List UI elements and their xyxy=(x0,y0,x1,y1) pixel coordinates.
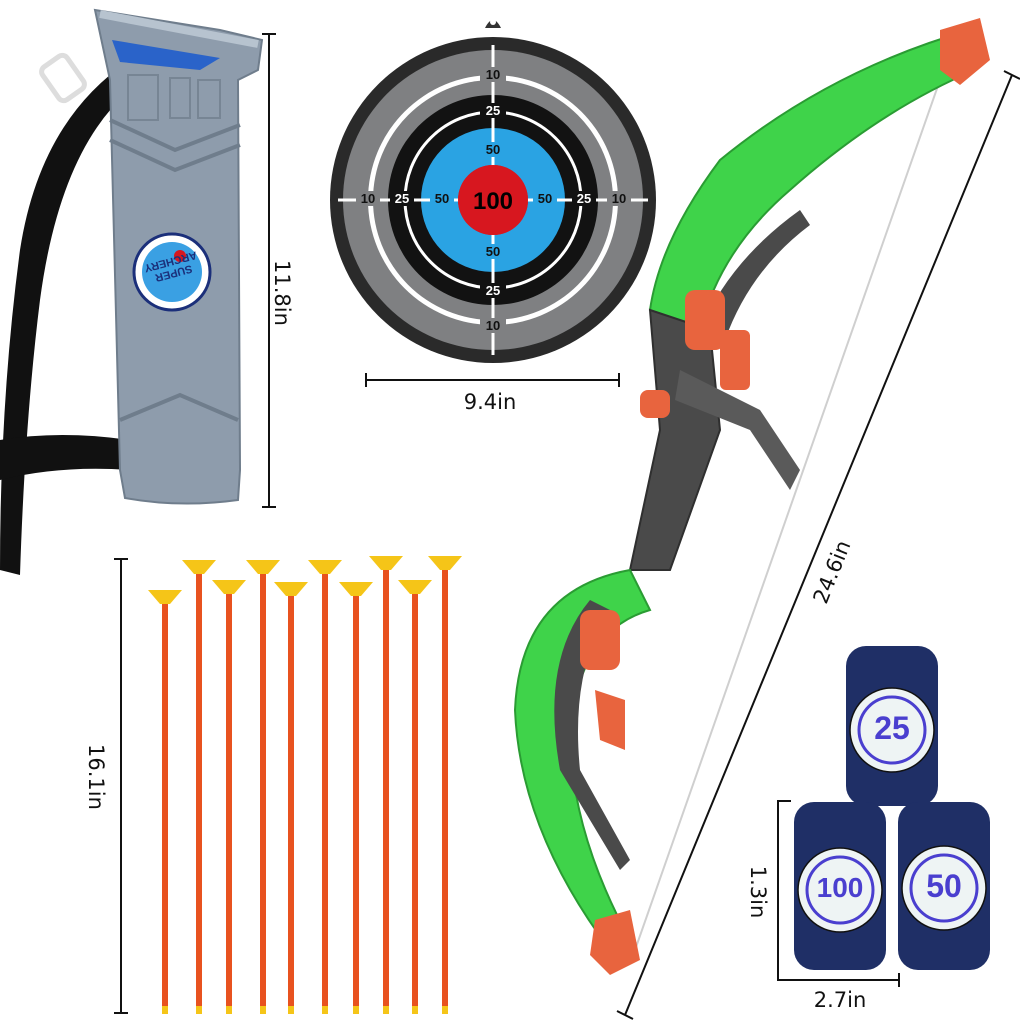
can-label-50: 50 xyxy=(926,868,962,904)
arrows-dimension-line xyxy=(120,558,122,1014)
target-top-10: 10 xyxy=(480,67,506,82)
cans-illustration xyxy=(794,646,990,970)
cans-width-dimension-line xyxy=(777,979,900,981)
target-bottom-50: 50 xyxy=(480,244,506,259)
arrows-group xyxy=(140,550,470,1020)
arrows-illustration xyxy=(148,556,462,1014)
target-right-25: 25 xyxy=(572,191,596,206)
target-dimension-cap-right xyxy=(618,373,620,387)
target: 100 10 25 50 50 25 10 10 25 50 50 25 10 xyxy=(330,10,660,370)
target-top-25: 25 xyxy=(480,103,506,118)
arrows-dimension-cap-top xyxy=(114,558,128,560)
target-illustration xyxy=(330,19,656,363)
bow xyxy=(500,10,1000,1020)
quiver: SUPER ARCHERY xyxy=(0,0,300,580)
bow-dimension-line-svg xyxy=(616,70,1020,1020)
cans-width-dimension-label: 2.7in xyxy=(813,988,867,1012)
quiver-illustration xyxy=(0,8,264,575)
quiver-dimension-cap-bottom xyxy=(262,506,276,508)
target-top-50: 50 xyxy=(480,142,506,157)
cans-width-dimension-cap xyxy=(898,973,900,987)
arrows-dimension-cap-bottom xyxy=(114,1012,128,1014)
target-dimension-cap-left xyxy=(365,373,367,387)
arrows-dimension-label: 16.1in xyxy=(84,744,108,810)
target-left-10: 10 xyxy=(356,191,380,206)
cans-height-dimension-label: 1.3in xyxy=(746,865,770,919)
target-dimension-line xyxy=(365,379,620,381)
quiver-dimension-cap-top xyxy=(262,33,276,35)
can-label-100: 100 xyxy=(816,872,864,903)
target-left-50: 50 xyxy=(430,191,454,206)
quiver-dimension-label: 11.8in xyxy=(270,260,294,326)
target-bottom-10: 10 xyxy=(480,318,506,333)
cans-height-dimension-cap xyxy=(777,800,791,802)
bow-illustration xyxy=(513,18,990,975)
target-right-50: 50 xyxy=(533,191,557,206)
target-right-10: 10 xyxy=(607,191,631,206)
target-left-25: 25 xyxy=(390,191,414,206)
target-center-label: 100 xyxy=(472,188,514,215)
quiver-dimension-line xyxy=(268,33,270,508)
cans-group: 25 100 50 xyxy=(790,640,1024,990)
target-bottom-25: 25 xyxy=(480,283,506,298)
target-dimension-label: 9.4in xyxy=(463,390,517,414)
can-label-25: 25 xyxy=(874,710,910,746)
cans-height-dimension-line xyxy=(777,800,779,980)
